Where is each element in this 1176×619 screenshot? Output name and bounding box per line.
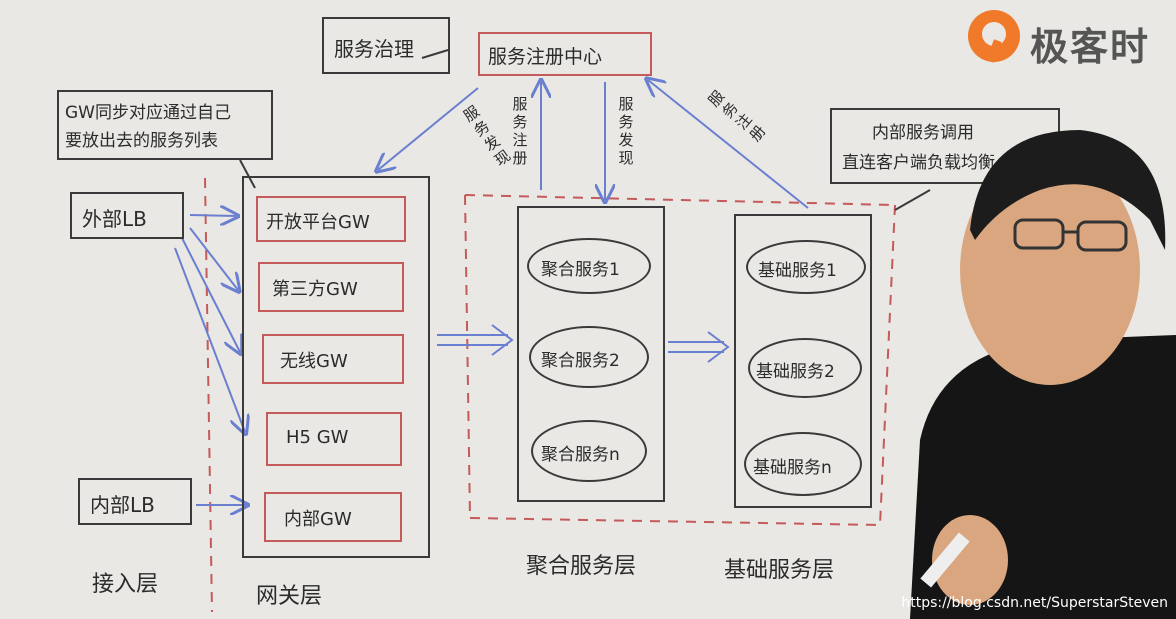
internal-call-line-2: 直连客户端负载均衡	[842, 153, 995, 173]
gateway-label: 开放平台GW	[266, 212, 370, 233]
gateway-label: 内部GW	[284, 509, 352, 530]
discovery-arrow-gateway	[378, 87, 479, 170]
service-registry-label: 服务注册中心	[488, 46, 603, 68]
service-label: 聚合服务n	[541, 445, 620, 465]
layer-label-aggregate: 聚合服务层	[526, 554, 637, 579]
gateway-label: 无线GW	[280, 351, 348, 372]
aggregate-service-1: 聚合服务1	[527, 238, 651, 294]
gateway-internal: 内部GW	[264, 492, 402, 542]
gateway-wireless: 无线GW	[262, 334, 404, 384]
gateway-open-platform: 开放平台GW	[256, 196, 406, 242]
gateway-third-party: 第三方GW	[258, 262, 404, 312]
geektime-logo-icon	[968, 10, 1020, 63]
watermark: https://blog.csdn.net/SuperstarSteven	[901, 595, 1168, 611]
base-service-2: 基础服务2	[748, 338, 862, 398]
geektime-logo: 极客时间	[968, 10, 1176, 70]
external-lb-box: 外部LB	[70, 192, 184, 239]
gw-sync-line-2: 要放出去的服务列表	[65, 131, 218, 151]
gateway-label: H5 GW	[286, 427, 349, 448]
layer-label-gateway: 网关层	[256, 584, 323, 609]
service-label: 基础服务n	[753, 458, 832, 478]
internal-call-note: 内部服务调用 直连客户端负载均衡	[830, 108, 1060, 184]
governance-label: 服务治理	[334, 37, 414, 61]
access-gateway-divider	[204, 177, 213, 613]
logo-text: 极客时间	[1030, 25, 1151, 69]
arrow-label-discovery-mid: 服务发现	[618, 95, 634, 167]
service-label: 基础服务2	[756, 362, 835, 382]
base-service-container	[734, 214, 872, 508]
register-arrow-base	[648, 80, 809, 209]
aggregate-service-container	[517, 206, 665, 502]
layer-label-access: 接入层	[92, 572, 159, 597]
service-label: 聚合服务1	[541, 260, 620, 280]
layer-label-base: 基础服务层	[724, 558, 835, 583]
services-boundary-left	[464, 194, 471, 519]
presenter-photo	[910, 130, 1176, 619]
gw-sync-note: GW同步对应通过自己 要放出去的服务列表	[57, 90, 273, 160]
base-service-n: 基础服务n	[744, 432, 862, 496]
service-label: 基础服务1	[758, 261, 837, 281]
base-service-1: 基础服务1	[746, 240, 866, 294]
gateway-h5: H5 GW	[266, 412, 402, 466]
gateway-container	[242, 176, 430, 558]
external-lb-label: 外部LB	[82, 207, 147, 231]
gateway-label: 第三方GW	[272, 279, 358, 300]
internal-call-line-1: 内部服务调用	[872, 123, 974, 143]
services-boundary-top	[464, 194, 896, 206]
governance-note: 服务治理	[322, 17, 450, 74]
aggregate-service-n: 聚合服务n	[531, 420, 647, 482]
arrow-label-register-left: 服务注册	[512, 95, 528, 167]
service-registry-box: 服务注册中心	[478, 32, 652, 76]
aggregate-service-2: 聚合服务2	[529, 326, 649, 388]
services-boundary-bottom	[469, 517, 881, 526]
internal-lb-label: 内部LB	[90, 493, 155, 517]
gw-sync-line-1: GW同步对应通过自己	[65, 103, 231, 123]
services-boundary-right	[879, 204, 896, 526]
internal-lb-box: 内部LB	[78, 478, 192, 525]
service-label: 聚合服务2	[541, 351, 620, 371]
